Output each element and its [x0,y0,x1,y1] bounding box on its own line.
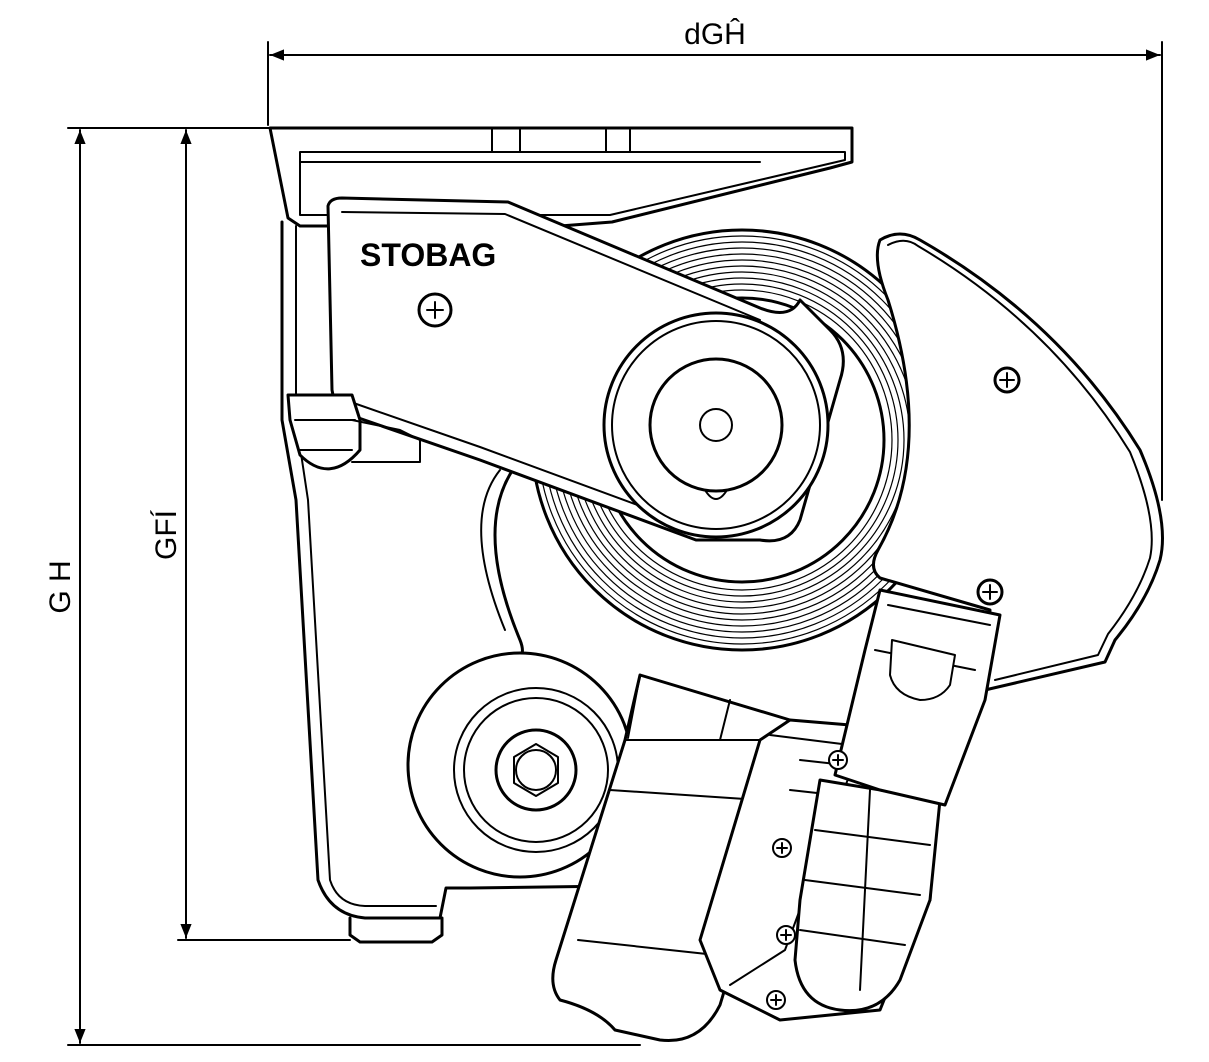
dimension-lines [67,41,1163,1046]
screw-icon [776,925,796,945]
screw-icon [976,578,1004,606]
dimension-label-overall-height: G H [44,560,77,613]
brand-label: STOBAG [360,237,496,273]
screw-icon [828,750,848,770]
screw-icon [772,838,792,858]
dimension-label-body-height: GFÍ [150,509,183,560]
screw-icon [417,292,453,328]
cassette-side-view [268,126,1164,1043]
screw-icon [766,990,786,1010]
screw-icon [993,366,1021,394]
dimension-label-overall-width: dGĤ [684,18,746,51]
